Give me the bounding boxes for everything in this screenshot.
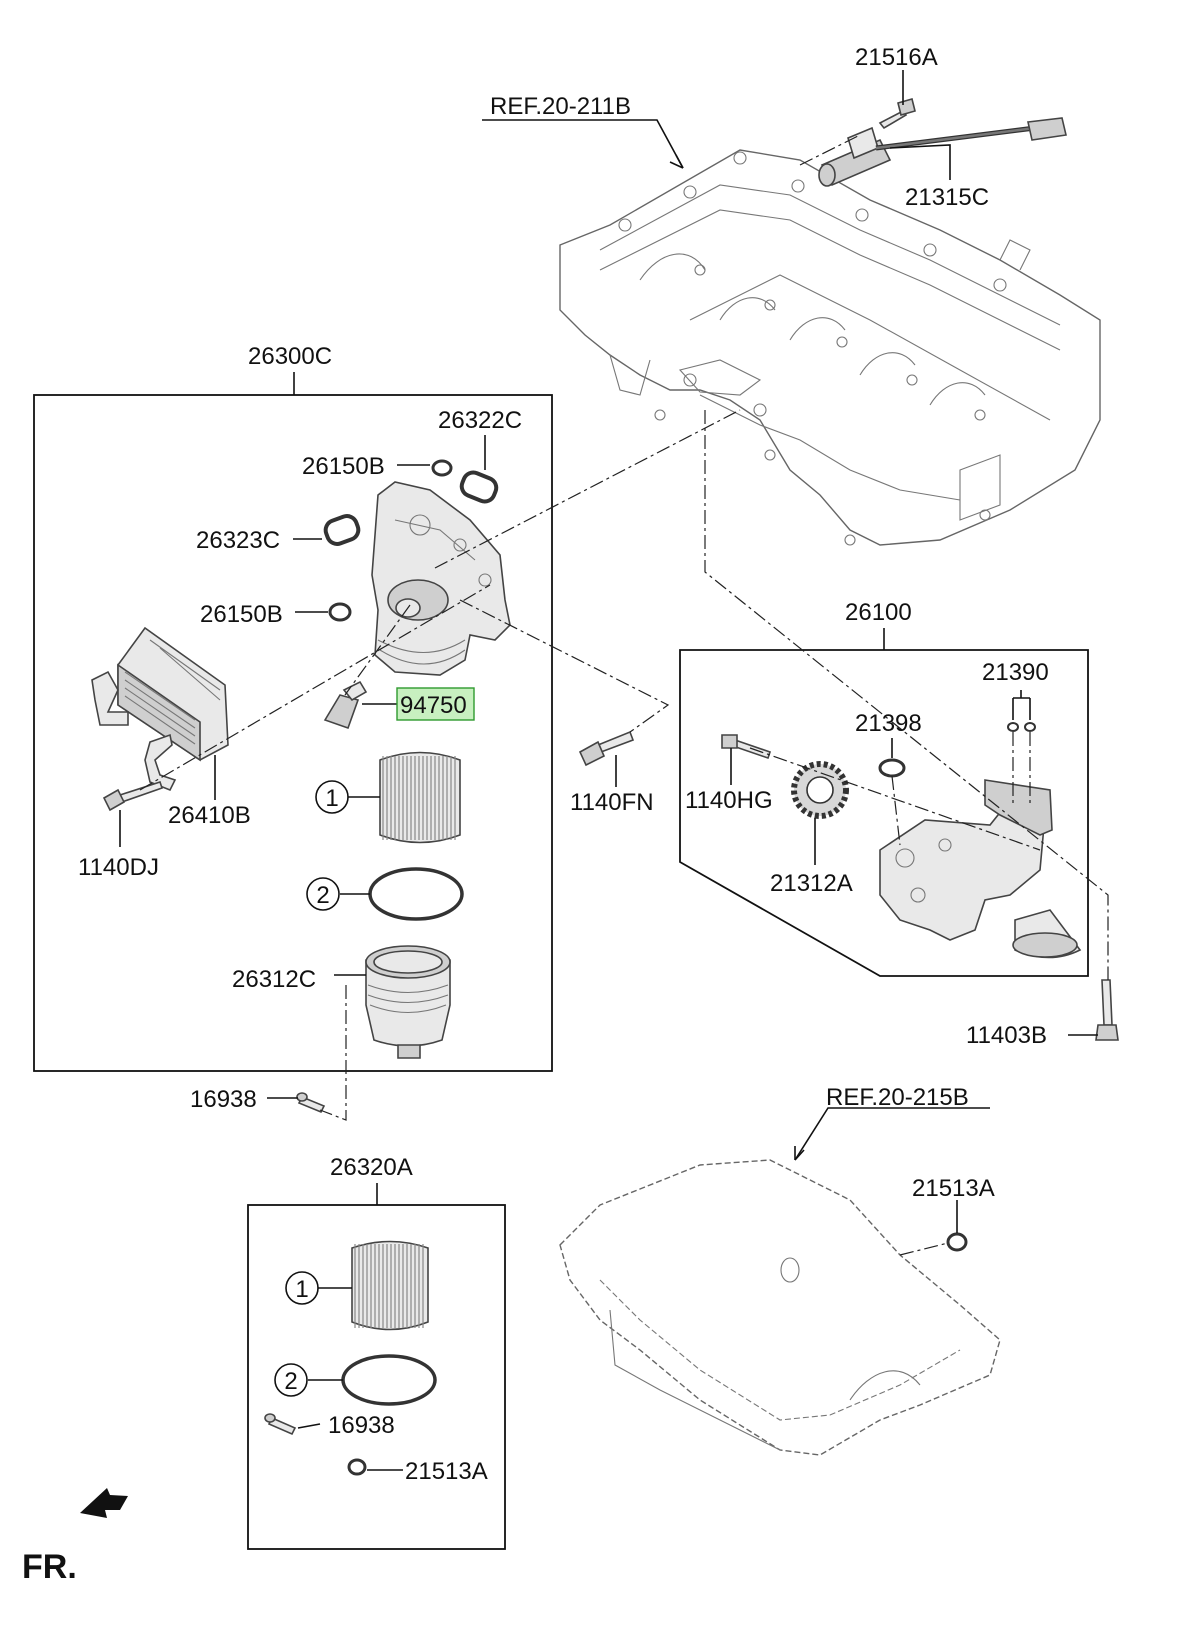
callout-circle-2-bottom: 2 xyxy=(274,1363,308,1397)
oil-filter-module-group-box xyxy=(33,394,553,1072)
oil-pump-illustration xyxy=(879,779,1082,959)
bolt-1140fn-illustration xyxy=(578,730,635,767)
label-ref-20-215b[interactable]: REF.20-215B xyxy=(826,1084,969,1111)
callout-circle-1-top: 1 xyxy=(315,780,349,814)
gasket-26323c-illustration xyxy=(323,514,361,546)
oil-pan-illustration xyxy=(559,1159,1001,1456)
gasket-26322c-illustration xyxy=(459,470,499,504)
label-26150b-mid[interactable]: 26150B xyxy=(200,601,283,628)
highlight-box-94750 xyxy=(396,687,475,721)
oil-filter-cap-illustration xyxy=(365,945,451,1059)
label-26323c[interactable]: 26323C xyxy=(196,527,280,554)
o-ring-bottom-illustration xyxy=(341,1354,437,1406)
label-26150b-top[interactable]: 26150B xyxy=(302,453,385,480)
label-16938-top[interactable]: 16938 xyxy=(190,1086,257,1113)
oil-filter-housing-illustration xyxy=(371,481,511,676)
label-16938-bottom[interactable]: 16938 xyxy=(328,1412,395,1439)
label-21513a-right[interactable]: 21513A xyxy=(912,1175,995,1202)
drain-washer-21513a-bottom-illustration xyxy=(347,1458,367,1476)
label-1140dj[interactable]: 1140DJ xyxy=(78,854,159,881)
o-ring-26150b-mid-illustration xyxy=(328,602,352,622)
front-direction-indicator: FR. xyxy=(22,1488,128,1586)
pump-sprocket-illustration xyxy=(791,761,849,819)
label-11403b[interactable]: 11403B xyxy=(966,1022,1047,1049)
label-1140hg[interactable]: 1140HG xyxy=(685,787,773,814)
svg-text:1: 1 xyxy=(295,1276,308,1303)
oil-temp-sensor-illustration xyxy=(323,680,368,730)
oil-pump-group-box xyxy=(679,649,1089,977)
oil-filter-element-top-illustration xyxy=(379,751,461,844)
label-21315c[interactable]: 21315C xyxy=(905,184,989,211)
assembly-centerlines xyxy=(139,134,1109,1256)
drain-plug-16938-bottom-illustration xyxy=(264,1413,297,1436)
label-ref-20-211b[interactable]: REF.20-211B xyxy=(490,93,631,120)
label-26320a[interactable]: 26320A xyxy=(330,1154,413,1181)
label-21390[interactable]: 21390 xyxy=(982,659,1049,686)
svg-text:2: 2 xyxy=(316,882,329,909)
bolt-1140hg-illustration xyxy=(721,734,772,760)
label-26100[interactable]: 26100 xyxy=(845,599,912,626)
oil-cooler-illustration xyxy=(91,626,229,792)
label-26322c[interactable]: 26322C xyxy=(438,407,522,434)
bolt-11403b-illustration xyxy=(1095,979,1119,1041)
dowel-pins-21390-illustration xyxy=(1007,722,1036,732)
svg-text:2: 2 xyxy=(284,1368,297,1395)
label-26300c[interactable]: 26300C xyxy=(248,343,332,370)
front-arrow-icon xyxy=(80,1488,128,1518)
svg-text:1: 1 xyxy=(325,785,338,812)
leader-lines xyxy=(119,70,1098,1471)
callout-circle-2-top: 2 xyxy=(306,877,340,911)
bolt-1140dj-illustration xyxy=(102,780,164,812)
callout-circle-1-bottom: 1 xyxy=(285,1271,319,1305)
crank-position-sensor-illustration xyxy=(818,98,1067,187)
o-ring-26150b-top-illustration xyxy=(431,459,453,477)
label-21516a[interactable]: 21516A xyxy=(855,44,938,71)
label-21398[interactable]: 21398 xyxy=(855,710,922,737)
drain-plug-16938-top-illustration xyxy=(296,1092,326,1114)
label-26410b[interactable]: 26410B xyxy=(168,802,251,829)
label-21513a-bottom[interactable]: 21513A xyxy=(405,1458,488,1485)
label-21312a[interactable]: 21312A xyxy=(770,870,853,897)
drain-washer-21513a-right-illustration xyxy=(946,1232,968,1252)
engine-block-illustration xyxy=(559,149,1101,546)
snap-ring-21398-illustration xyxy=(878,758,906,778)
label-fr: FR. xyxy=(22,1548,77,1586)
label-94750[interactable]: 94750 xyxy=(400,692,467,719)
o-ring-top-illustration xyxy=(368,867,464,921)
label-1140fn[interactable]: 1140FN xyxy=(570,789,654,816)
label-26312c[interactable]: 26312C xyxy=(232,966,316,993)
oil-filter-element-bottom-illustration xyxy=(351,1240,429,1331)
